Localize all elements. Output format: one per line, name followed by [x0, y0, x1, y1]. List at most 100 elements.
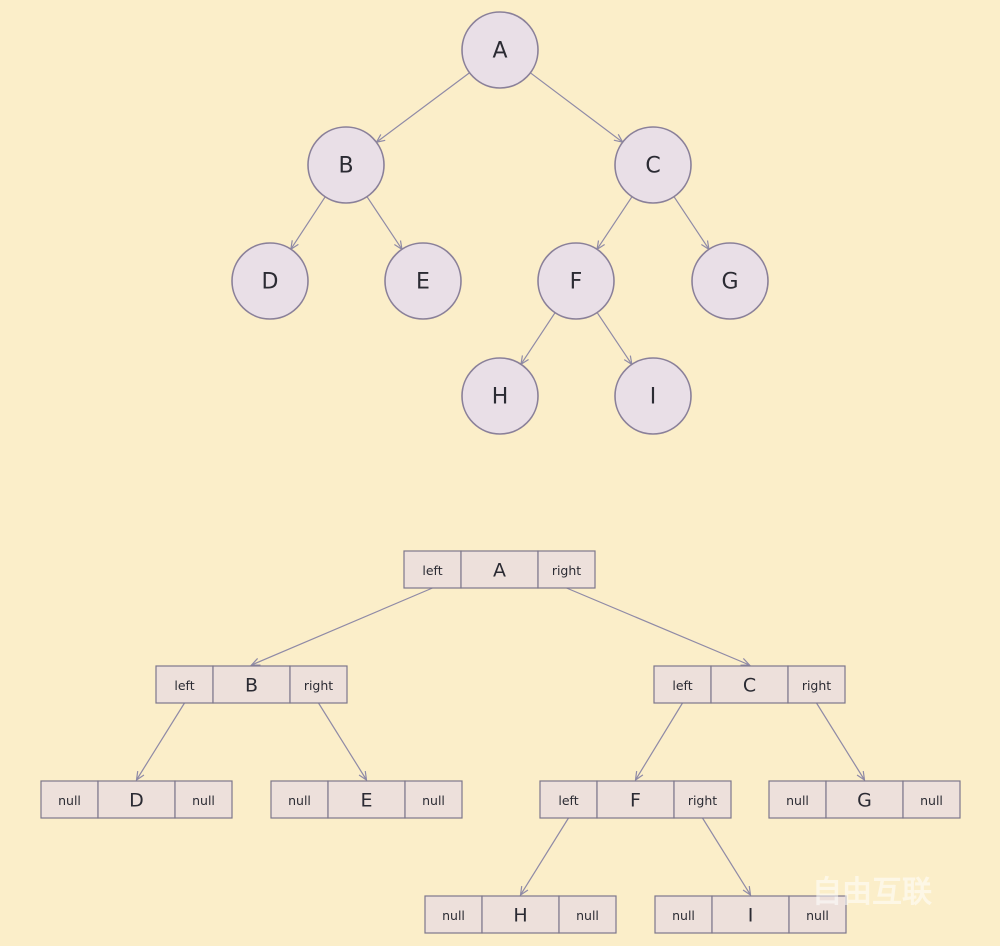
- right-pointer-cell: right: [787, 665, 846, 704]
- tree-node-f: F: [537, 242, 615, 320]
- right-pointer-cell: null: [558, 895, 617, 934]
- pointer-a-left-to-b: [250, 587, 433, 666]
- node-circle: [614, 357, 692, 435]
- watermark-text: 自由互联: [812, 875, 932, 910]
- left-pointer-cell: null: [768, 780, 827, 819]
- value-cell: E: [327, 780, 406, 819]
- right-pointer-cell: null: [788, 895, 847, 934]
- left-pointer-cell: null: [40, 780, 99, 819]
- tree-node-label: H: [492, 385, 509, 410]
- tree-node-a: A: [461, 11, 539, 89]
- pointer-f-right-to-i: [701, 817, 752, 897]
- left-pointer-label: null: [288, 793, 311, 808]
- left-pointer-label: left: [422, 563, 442, 578]
- tree-nodes: A B C D E F G H I: [231, 11, 769, 435]
- right-pointer-label: right: [688, 793, 717, 808]
- tree-edge-f-i: [596, 312, 633, 366]
- right-pointer-label: right: [552, 563, 581, 578]
- left-pointer-cell: null: [654, 895, 713, 934]
- tree-edge-c-f: [596, 196, 633, 251]
- value-label: C: [743, 675, 756, 697]
- pointer-c-left-to-f: [634, 702, 684, 782]
- left-pointer-cell: left: [539, 780, 598, 819]
- tree-edge-b-d: [290, 196, 326, 251]
- value-cell: G: [825, 780, 904, 819]
- value-label: A: [493, 560, 506, 582]
- left-pointer-cell: null: [424, 895, 483, 934]
- right-pointer-cell: null: [404, 780, 463, 819]
- left-pointer-label: null: [786, 793, 809, 808]
- value-cell: C: [710, 665, 789, 704]
- right-pointer-label: null: [920, 793, 943, 808]
- tree-edge-a-c: [530, 72, 624, 144]
- value-label: E: [360, 790, 372, 812]
- left-pointer-label: left: [672, 678, 692, 693]
- tree-node-label: C: [645, 154, 660, 179]
- right-pointer-label: null: [576, 908, 599, 923]
- pointer-b-left-to-d: [135, 702, 186, 782]
- tree-node-e: E: [384, 242, 462, 320]
- right-pointer-label: null: [192, 793, 215, 808]
- node-circle: [307, 126, 385, 204]
- tree-node-label: D: [262, 270, 279, 295]
- left-pointer-label: left: [174, 678, 194, 693]
- value-cell: A: [460, 550, 539, 589]
- tree-node-label: G: [721, 270, 738, 295]
- right-pointer-cell: right: [673, 780, 732, 819]
- node-circle: [461, 11, 539, 89]
- value-cell: F: [596, 780, 675, 819]
- tree-node-h: H: [461, 357, 539, 435]
- pointer-f-left-to-h: [519, 817, 570, 897]
- left-pointer-cell: left: [155, 665, 214, 704]
- tree-node-label: I: [650, 385, 657, 410]
- tree-edge-a-b: [375, 72, 470, 144]
- node-circle: [537, 242, 615, 320]
- right-pointer-cell: right: [289, 665, 348, 704]
- tree-node-label: E: [416, 270, 430, 295]
- tree-node-label: A: [492, 39, 507, 64]
- left-pointer-cell: null: [270, 780, 329, 819]
- value-label: B: [245, 675, 258, 697]
- tree-edge-f-h: [520, 312, 556, 366]
- right-pointer-cell: right: [537, 550, 596, 589]
- value-cell: H: [481, 895, 560, 934]
- left-pointer-label: left: [558, 793, 578, 808]
- node-circle: [691, 242, 769, 320]
- pointer-a-right-to-c: [566, 587, 751, 666]
- tree-node-d: D: [231, 242, 309, 320]
- node-circle: [461, 357, 539, 435]
- value-cell: I: [711, 895, 790, 934]
- value-label: G: [857, 790, 872, 812]
- pointer-b-right-to-e: [317, 702, 368, 782]
- tree-node-label: F: [570, 270, 583, 295]
- tree-edges: [290, 72, 710, 366]
- left-pointer-cell: left: [403, 550, 462, 589]
- value-label: I: [748, 905, 754, 927]
- right-pointer-label: right: [304, 678, 333, 693]
- tree-node-i: I: [614, 357, 692, 435]
- node-circle: [384, 242, 462, 320]
- value-cell: D: [97, 780, 176, 819]
- tree-edge-c-g: [673, 196, 710, 251]
- tree-edge-b-e: [366, 196, 403, 251]
- tree-node-b: B: [307, 126, 385, 204]
- right-pointer-label: null: [806, 908, 829, 923]
- watermark: 自由互联: [812, 875, 932, 910]
- pointer-c-right-to-g: [815, 702, 866, 782]
- value-label: H: [513, 905, 527, 927]
- right-pointer-label: null: [422, 793, 445, 808]
- linked-edges: [135, 587, 866, 897]
- right-pointer-cell: null: [174, 780, 233, 819]
- left-pointer-cell: left: [653, 665, 712, 704]
- value-label: F: [630, 790, 641, 812]
